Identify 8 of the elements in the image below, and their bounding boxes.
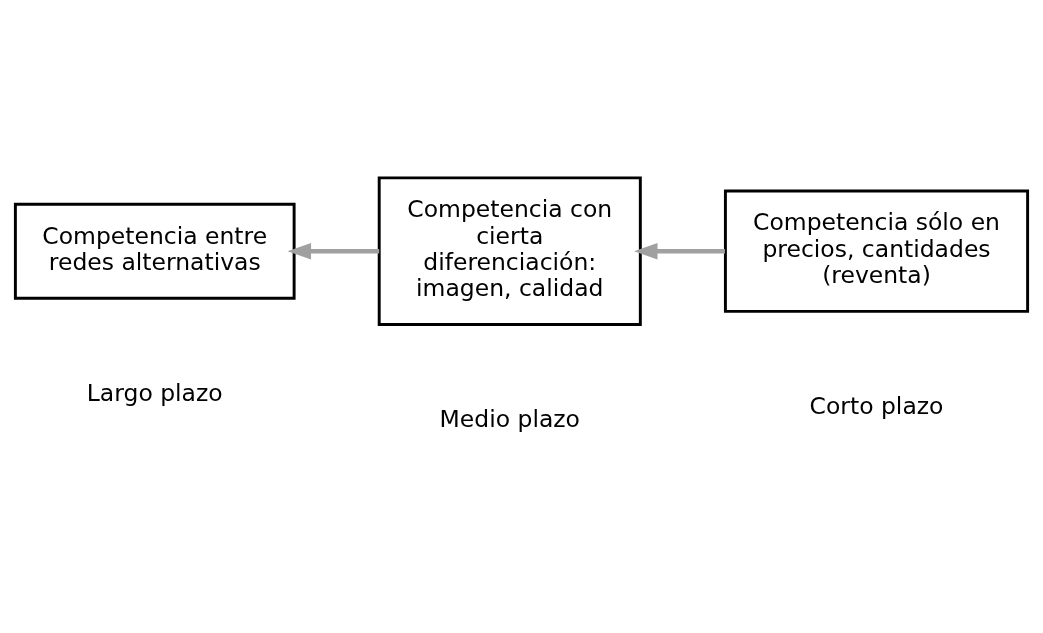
arrow	[287, 242, 380, 260]
node-box: Competencia entre redes alternativas	[13, 202, 296, 300]
node-label: Medio plazo	[439, 404, 580, 433]
arrow	[634, 242, 725, 260]
node-label: Largo plazo	[86, 378, 223, 407]
node-box: Competencia con cierta diferenciación: imagen, calidad	[377, 176, 642, 327]
node-label: Corto plazo	[809, 391, 944, 420]
node-box: Competencia sólo en precios, cantidades (reventa)	[723, 189, 1030, 313]
